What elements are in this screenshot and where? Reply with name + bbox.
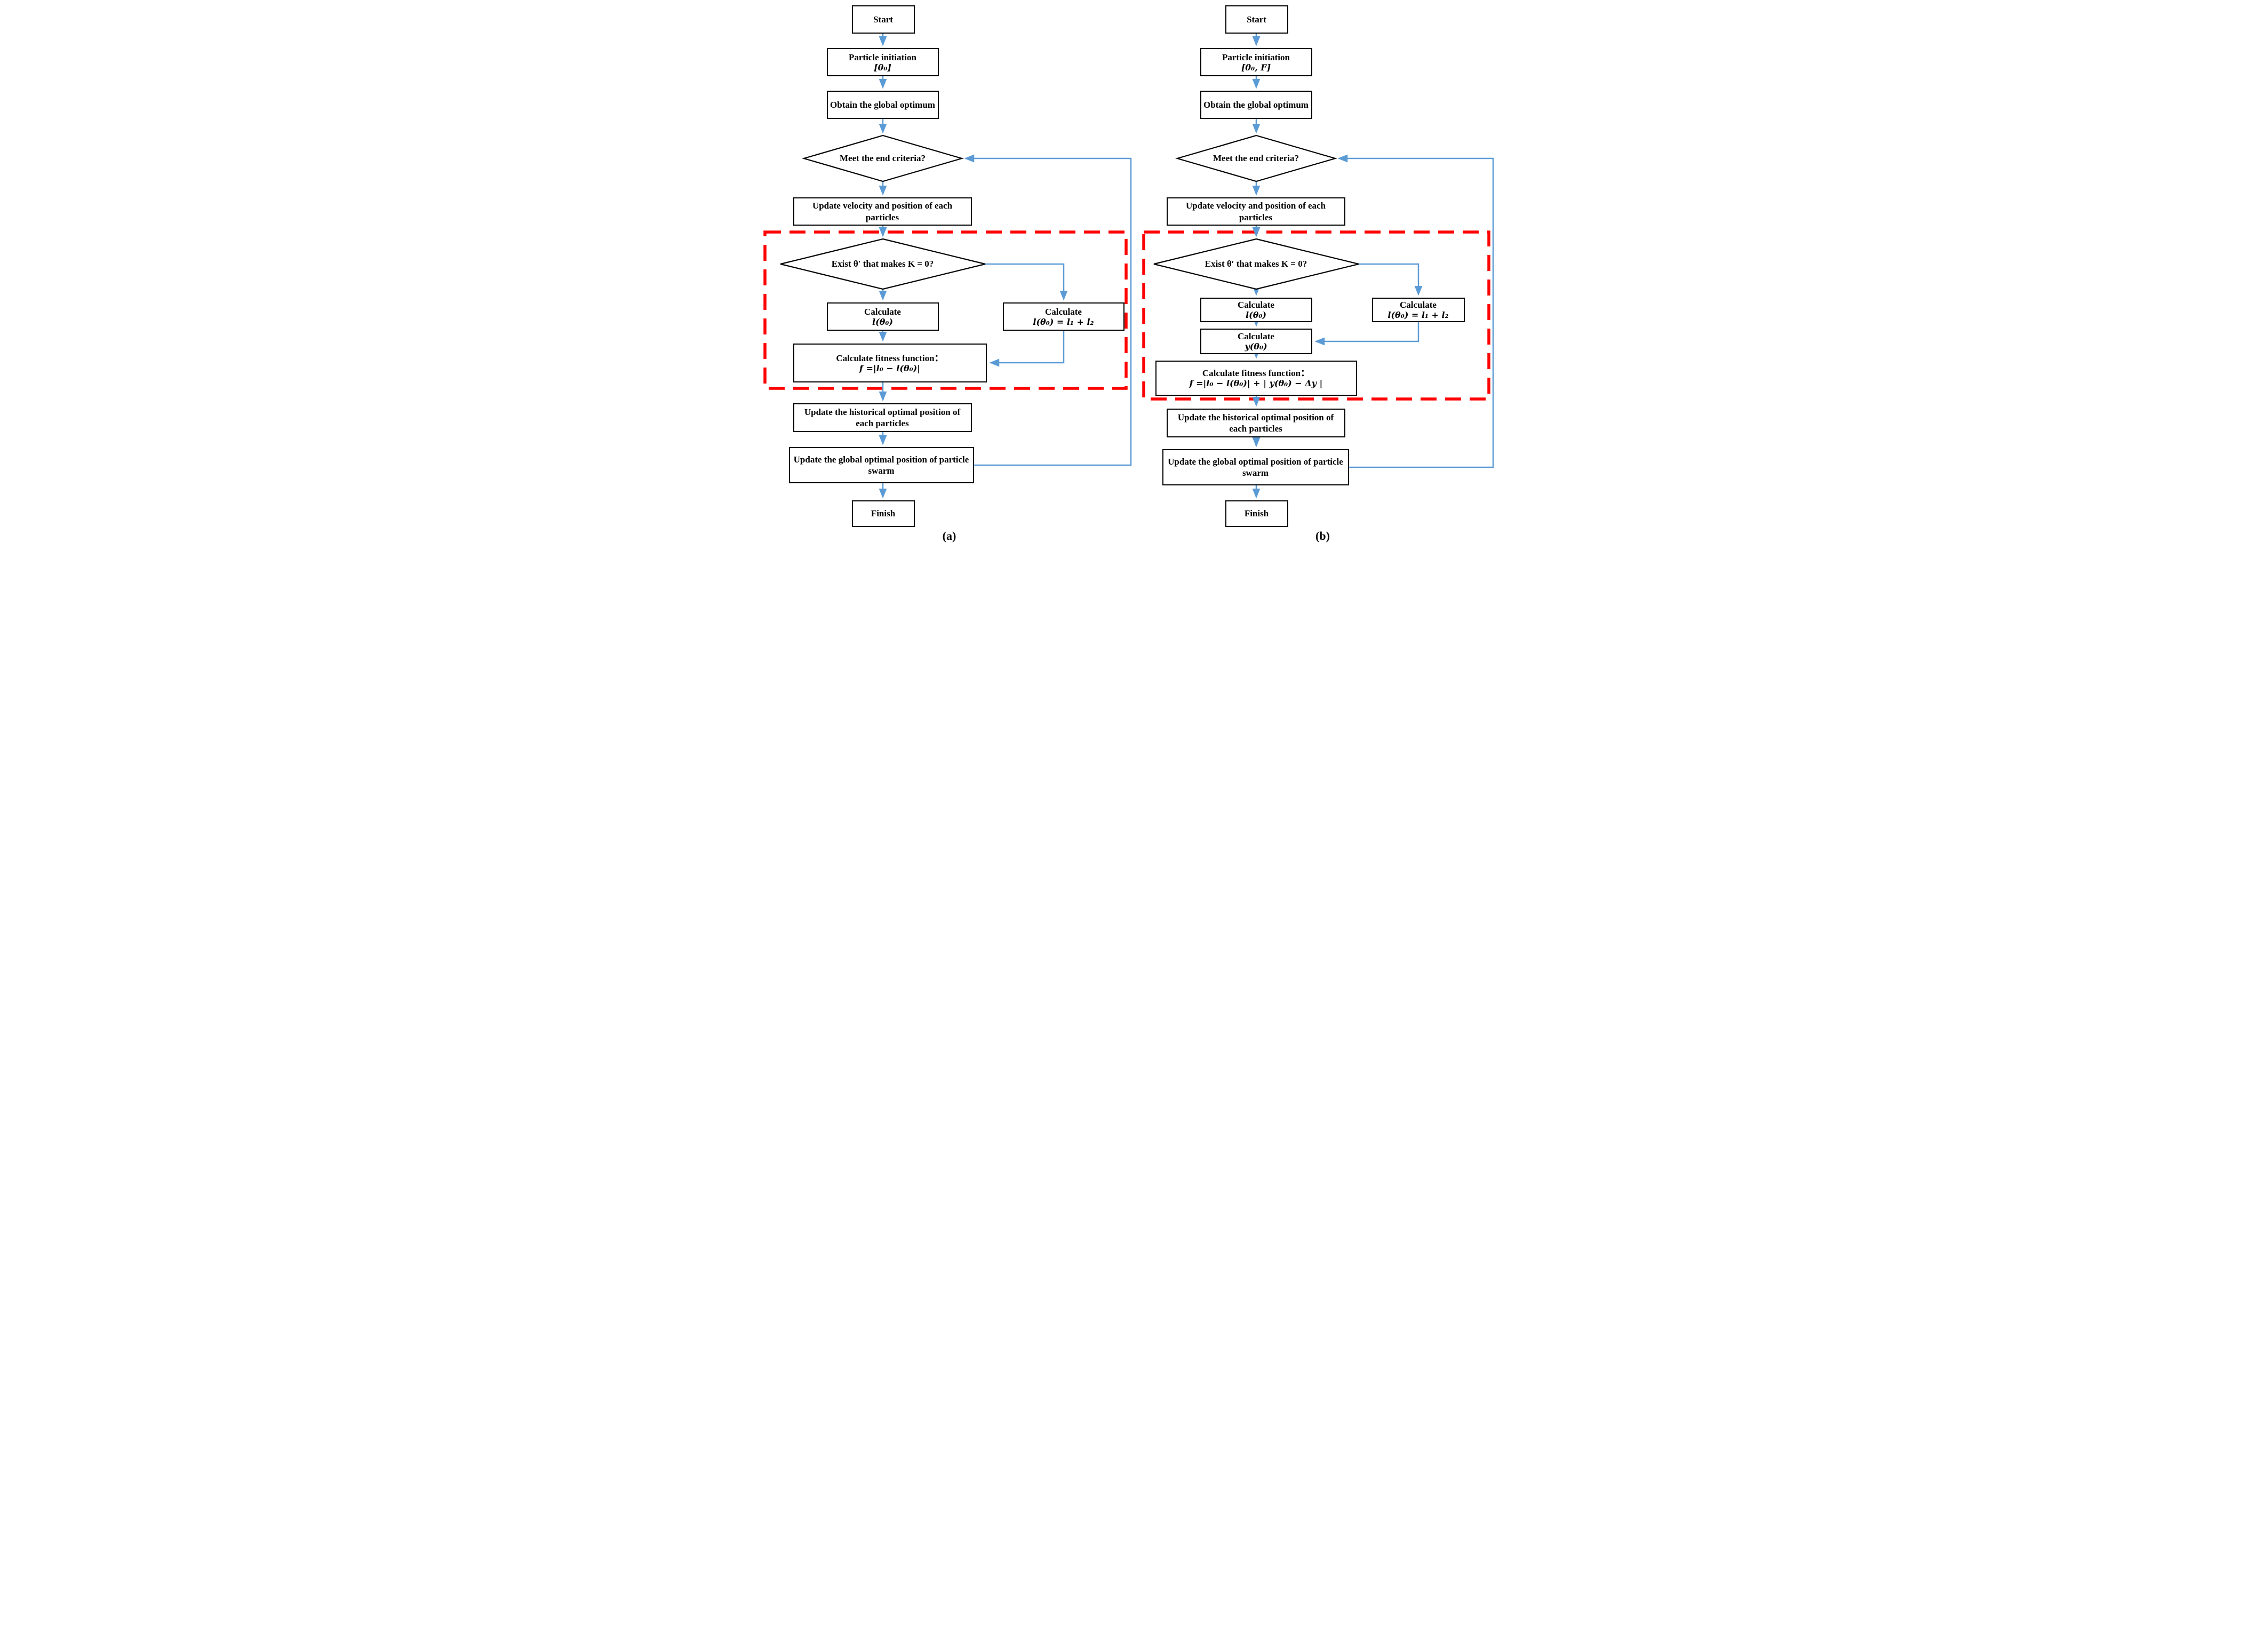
a-finish-label: Finish <box>871 508 896 519</box>
a-obtain-global-optimum-box: Obtain the global optimum <box>826 91 939 119</box>
diamond-exist-theta-b <box>1153 238 1359 290</box>
a-update-global-label: Update the global optimal position of pa… <box>793 454 969 476</box>
diamond-exist-theta-a <box>780 238 985 290</box>
b-update-global-box: Update the global optimal position of pa… <box>1162 449 1349 485</box>
b-update-historical-label: Update the historical optimal position o… <box>1177 412 1334 434</box>
b-calculate-l-formula: l(θ₀) <box>1246 310 1266 321</box>
b-update-global-label: Update the global optimal position of pa… <box>1168 456 1343 478</box>
a-caption: (a) <box>942 529 956 542</box>
a-update-global-box: Update the global optimal position of pa… <box>788 447 974 483</box>
b-calculate-l1-l2-box: Calculate l(θ₀) = l₁ + l₂ <box>1371 298 1465 322</box>
b-start-label: Start <box>1247 14 1266 25</box>
a-calculate-l-formula: l(θ₀) <box>872 316 893 327</box>
a-update-velocity-box: Update velocity and position of each par… <box>793 197 972 226</box>
b-start-box: Start <box>1225 5 1288 34</box>
diamond-meet-criteria-a <box>801 134 964 182</box>
a-calculate-l1-l2-box: Calculate l(θ₀) = l₁ + l₂ <box>1002 302 1124 331</box>
arrows-a <box>879 34 1131 499</box>
b-particle-initiation-label: Particle initiation <box>1222 52 1290 62</box>
b-calculate-y-title: Calculate <box>1238 331 1274 342</box>
connector-layer <box>763 34 1494 499</box>
b-calculate-y-box: Calculate y(θ₀) <box>1200 329 1312 354</box>
b-calculate-l1-l2-formula: l(θ₀) = l₁ + l₂ <box>1387 310 1449 321</box>
b-fitness-function-formula: f =|l₀ − l(θ₀)| + | y(θ₀) − Δy | <box>1189 378 1323 389</box>
b-finish-box: Finish <box>1225 500 1288 527</box>
a-calculate-l1-l2-title: Calculate <box>1045 306 1082 317</box>
highlight-box-b <box>1142 230 1490 401</box>
b-update-historical-box: Update the historical optimal position o… <box>1166 409 1345 437</box>
a-finish-box: Finish <box>851 500 915 527</box>
a-start-box: Start <box>851 5 915 34</box>
b-calculate-l1-l2-title: Calculate <box>1400 300 1437 310</box>
b-update-velocity-label: Update velocity and position of each par… <box>1185 201 1326 222</box>
a-calculate-l1-l2-formula: l(θ₀) = l₁ + l₂ <box>1033 316 1094 327</box>
a-start-label: Start <box>873 14 893 25</box>
b-caption: (b) <box>1315 529 1330 542</box>
a-particle-initiation-label: Particle initiation <box>848 52 916 62</box>
a-obtain-global-optimum-label: Obtain the global optimum <box>830 99 935 110</box>
b-obtain-global-optimum-label: Obtain the global optimum <box>1203 99 1309 110</box>
flowchart-figure: Start Particle initiation [θ₀] Obtain th… <box>755 0 1502 547</box>
b-calculate-y-formula: y(θ₀) <box>1245 341 1267 352</box>
a-update-historical-label: Update the historical optimal position o… <box>804 406 961 428</box>
a-calculate-l-box: Calculate l(θ₀) <box>826 302 939 331</box>
b-update-velocity-box: Update velocity and position of each par… <box>1166 197 1345 226</box>
b-particle-initiation-box: Particle initiation [θ₀, F] <box>1200 48 1312 76</box>
a-fitness-function-box: Calculate fitness function： f =|l₀ − l(θ… <box>793 344 987 382</box>
b-calculate-l-title: Calculate <box>1238 300 1274 310</box>
b-finish-label: Finish <box>1244 508 1269 519</box>
highlight-box-a <box>763 230 1128 390</box>
a-fitness-function-title: Calculate fitness function： <box>836 353 944 363</box>
b-calculate-l-box: Calculate l(θ₀) <box>1200 298 1312 322</box>
b-fitness-function-title: Calculate fitness function： <box>1202 368 1310 379</box>
a-particle-initiation-box: Particle initiation [θ₀] <box>826 48 939 76</box>
b-obtain-global-optimum-box: Obtain the global optimum <box>1200 91 1312 119</box>
diamond-meet-criteria-b <box>1175 134 1337 182</box>
a-particle-initiation-formula: [θ₀] <box>874 62 891 73</box>
b-particle-initiation-formula: [θ₀, F] <box>1241 62 1271 73</box>
a-update-velocity-label: Update velocity and position of each par… <box>812 201 953 222</box>
a-fitness-function-formula: f =|l₀ − l(θ₀)| <box>859 363 921 373</box>
a-calculate-l-title: Calculate <box>864 306 901 317</box>
a-update-historical-box: Update the historical optimal position o… <box>793 403 972 432</box>
b-fitness-function-box: Calculate fitness function： f =|l₀ − l(θ… <box>1155 361 1357 396</box>
arrows-b <box>1252 34 1494 499</box>
